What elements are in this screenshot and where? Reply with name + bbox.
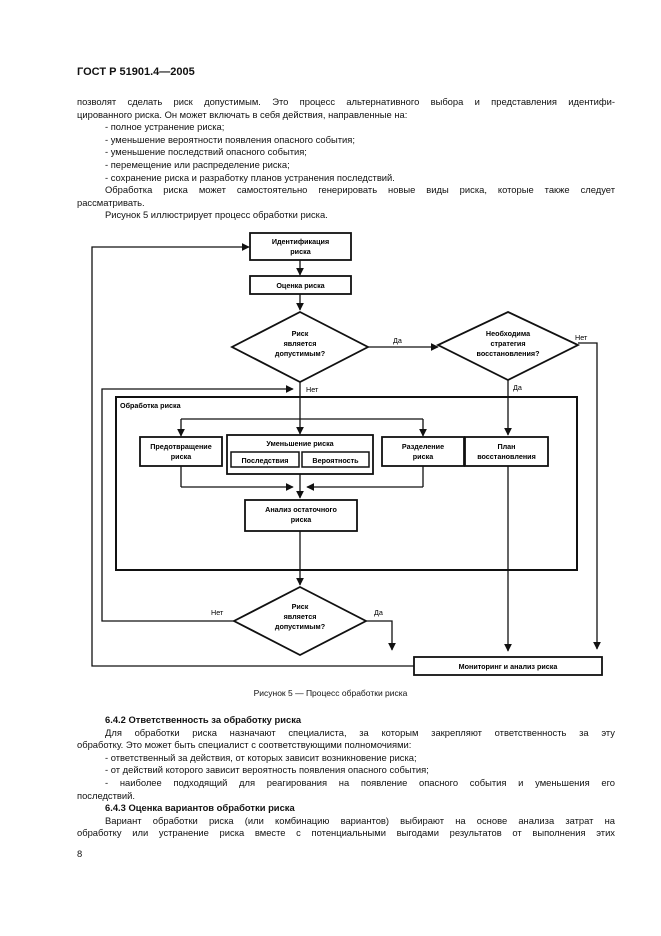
section-heading-6-4-2: 6.4.2 Ответственность за обработку риска bbox=[105, 714, 302, 725]
reduction-label: Уменьшение риска bbox=[266, 439, 334, 448]
figure-caption: Рисунок 5 — Процесс обработки риска bbox=[253, 688, 408, 698]
recovery-plan-box bbox=[464, 436, 549, 467]
prevention-label: Предотвращение bbox=[150, 442, 211, 451]
recovery-plan-label: восстановления bbox=[477, 452, 536, 461]
para2-line-1: Обработка риска может самостоятельно ген… bbox=[105, 184, 615, 196]
decision-2-label: Необходима bbox=[486, 329, 531, 338]
section-642-item3-line-2: последствий. bbox=[77, 789, 135, 801]
no-label: Нет bbox=[211, 608, 224, 617]
no-label: Нет bbox=[575, 333, 588, 342]
decision-2-label: стратегия bbox=[490, 339, 525, 348]
list-item: - от действий которого зависит вероятнос… bbox=[105, 764, 429, 776]
section-642-item3-line-1: - наиболее подходящий для реагирования н… bbox=[105, 777, 615, 788]
distribution-label: риска bbox=[413, 452, 434, 461]
treatment-group-frame bbox=[115, 396, 578, 571]
decision-1-label: является bbox=[284, 339, 317, 348]
intro-line-2: цированного риска. Он может включать в с… bbox=[77, 108, 408, 120]
decision-acceptable-2 bbox=[232, 585, 368, 657]
probability-box bbox=[301, 451, 370, 468]
assessment-label: Оценка риска bbox=[276, 281, 325, 290]
prevention-label: риска bbox=[171, 452, 192, 461]
identification-box bbox=[249, 232, 352, 261]
prevention-box bbox=[139, 436, 223, 467]
yes-label: Да bbox=[374, 608, 383, 617]
section-643-line-1: Вариант обработки риска (или комбинацию … bbox=[105, 814, 615, 826]
probability-label: Вероятность bbox=[312, 456, 359, 465]
consequences-label: Последствия bbox=[242, 456, 289, 465]
decision-recovery-strategy bbox=[435, 311, 581, 382]
monitoring-box bbox=[413, 656, 603, 676]
decision-2-label: восстановления? bbox=[477, 349, 540, 358]
section-642-line-1: Для обработки риска назначают специалист… bbox=[105, 726, 615, 738]
document-header: ГОСТ Р 51901.4—2005 bbox=[77, 66, 195, 78]
list-item: - перемещение или распределение риска; bbox=[105, 159, 290, 170]
list-item: - уменьшение последствий опасного событи… bbox=[105, 146, 307, 158]
consequences-box bbox=[230, 451, 300, 468]
recovery-plan-label: План bbox=[497, 442, 515, 451]
section-643-line-2: обработку или устранение риска вместе с … bbox=[77, 827, 615, 839]
decision-acceptable-1 bbox=[230, 310, 370, 384]
residual-risk-label: риска bbox=[291, 515, 312, 524]
distribution-label: Разделение bbox=[402, 442, 444, 451]
decision-3-label: допустимым? bbox=[275, 622, 325, 631]
residual-risk-box bbox=[244, 499, 358, 532]
yes-label: Да bbox=[393, 336, 402, 345]
assessment-box bbox=[249, 275, 352, 295]
decision-1-label: допустимым? bbox=[275, 349, 325, 358]
para2-line-2: рассматривать. bbox=[77, 196, 145, 208]
decision-1-label: Риск bbox=[292, 329, 309, 338]
figure-reference: Рисунок 5 иллюстрирует процесс обработки… bbox=[105, 209, 328, 221]
risk-treatment-flowchart: Обработка риска Идентификация риска Оцен… bbox=[91, 232, 603, 676]
identification-label: Идентификация bbox=[272, 237, 329, 246]
section-heading-6-4-3: 6.4.3 Оценка вариантов обработки риска bbox=[105, 802, 295, 814]
section-642-line-2: обработку. Это может быть специалист с с… bbox=[77, 739, 412, 751]
page-number: 8 bbox=[77, 848, 83, 859]
intro-line-1: позволят сделать риск допустимым. Это пр… bbox=[77, 96, 615, 107]
treatment-group-title: Обработка риска bbox=[120, 401, 182, 410]
identification-label: риска bbox=[290, 247, 311, 256]
monitoring-label: Мониторинг и анализ риска bbox=[459, 662, 559, 671]
list-item: - сохранение риска и разработку планов у… bbox=[105, 171, 395, 183]
decision-3-label: Риск bbox=[292, 602, 309, 611]
list-item: - ответственный за действия, от которых … bbox=[105, 751, 417, 763]
decision-3-label: является bbox=[284, 612, 317, 621]
distribution-box bbox=[381, 436, 465, 467]
no-label: Нет bbox=[306, 385, 319, 394]
yes-label: Да bbox=[513, 383, 522, 392]
list-item: - уменьшение вероятности появления опасн… bbox=[105, 133, 355, 145]
residual-risk-label: Анализ остаточного bbox=[265, 505, 337, 514]
list-item: - полное устранение риска; bbox=[105, 121, 225, 133]
